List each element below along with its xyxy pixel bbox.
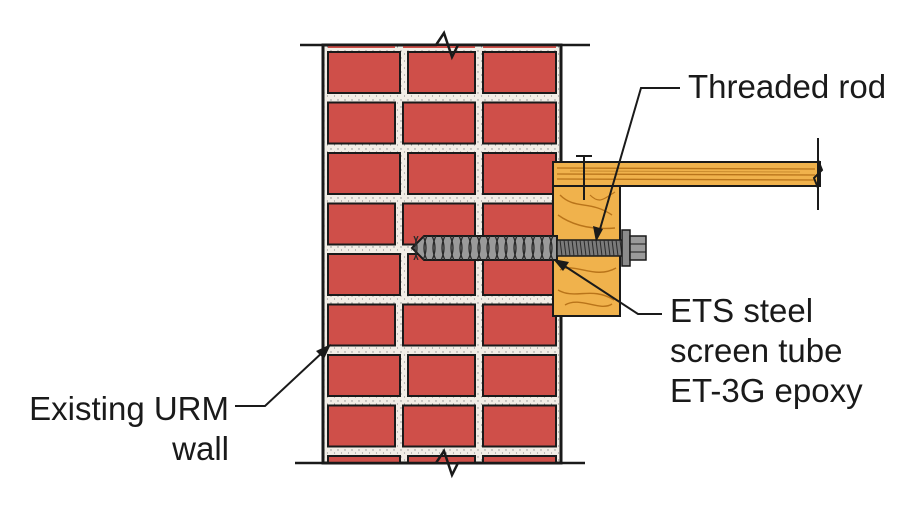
mesh-wire <box>468 236 473 260</box>
mesh-wire <box>422 236 427 260</box>
brick <box>402 303 476 347</box>
brick <box>402 404 476 448</box>
floor-joist <box>552 138 824 210</box>
thread-line <box>579 239 583 257</box>
mesh-wire <box>503 236 508 260</box>
mesh-wire <box>431 236 436 260</box>
nail <box>576 155 592 200</box>
brick-edge <box>483 46 556 48</box>
washer <box>621 229 631 267</box>
mesh-wire <box>477 236 482 260</box>
label-threaded-rod: Threaded rod <box>688 68 886 105</box>
brick <box>482 303 557 347</box>
leader-threaded-rod <box>593 87 680 242</box>
thread-line <box>567 239 571 257</box>
mesh-wire <box>467 236 472 260</box>
leader-urm-wall <box>235 344 331 407</box>
mesh-wire <box>459 236 464 260</box>
brick <box>482 354 557 397</box>
mesh-wire <box>458 236 463 260</box>
mesh-wire <box>549 236 554 260</box>
thread-line <box>599 239 603 257</box>
label-urm-line1: Existing URM <box>29 390 229 427</box>
brick <box>327 202 396 246</box>
threaded-rod <box>556 239 633 257</box>
mesh-wire <box>486 236 491 260</box>
brick-edge <box>328 46 395 48</box>
brick <box>407 152 476 195</box>
brick <box>407 51 476 94</box>
mesh-wire <box>414 236 419 260</box>
mesh-wire <box>512 236 517 260</box>
break-line-top <box>300 30 590 61</box>
mesh-wire <box>423 236 428 260</box>
thread-line <box>583 239 587 257</box>
thread-line <box>611 239 615 257</box>
leader-ets-tube <box>553 259 662 315</box>
break-line-bottom <box>295 448 585 479</box>
washer-nut <box>621 229 647 267</box>
mesh-wire <box>522 236 527 260</box>
mesh-wire <box>548 236 553 260</box>
mesh-wire <box>485 236 490 260</box>
mesh-wire <box>450 236 455 260</box>
mesh-wire <box>449 236 454 260</box>
brick <box>402 101 476 145</box>
brick <box>482 152 557 195</box>
mesh-wire <box>413 236 418 260</box>
thread-line <box>575 239 579 257</box>
mesh-wire <box>441 236 446 260</box>
mesh-wire <box>513 236 518 260</box>
brick <box>327 51 401 94</box>
brick <box>327 101 396 145</box>
brick <box>327 253 401 296</box>
thread-line <box>595 239 599 257</box>
mesh-wire <box>440 236 445 260</box>
mesh-wire <box>494 236 499 260</box>
brick-courses <box>327 46 557 464</box>
thread-line <box>591 239 595 257</box>
label-ets-line1: ETS steel <box>670 292 813 329</box>
mesh-wire <box>530 236 535 260</box>
thread-line <box>587 239 591 257</box>
brick <box>407 354 476 397</box>
thread-line <box>603 239 607 257</box>
brick-edge <box>403 46 475 48</box>
brick <box>327 152 401 195</box>
label-ets-line3: ET-3G epoxy <box>670 372 863 409</box>
mesh-wire <box>531 236 536 260</box>
thread-line <box>559 239 563 257</box>
mesh-wire <box>476 236 481 260</box>
mesh-wire <box>539 236 544 260</box>
thread-line <box>571 239 575 257</box>
label-urm-line2: wall <box>171 430 229 467</box>
brick <box>327 303 396 347</box>
label-ets-line2: screen tube <box>670 332 842 369</box>
mesh-wire <box>504 236 509 260</box>
nut <box>629 235 647 261</box>
brick <box>482 101 557 145</box>
brick <box>327 354 401 397</box>
mesh-wire <box>540 236 545 260</box>
thread-line <box>607 239 611 257</box>
mesh-wire <box>495 236 500 260</box>
mesh-wire <box>432 236 437 260</box>
thread-line <box>615 239 619 257</box>
brick-wall <box>321 43 563 465</box>
mesh-wire <box>521 236 526 260</box>
brick <box>327 404 396 448</box>
screen-tube <box>410 235 558 261</box>
thread-line <box>563 239 567 257</box>
brick <box>482 51 557 94</box>
brick <box>482 404 557 448</box>
